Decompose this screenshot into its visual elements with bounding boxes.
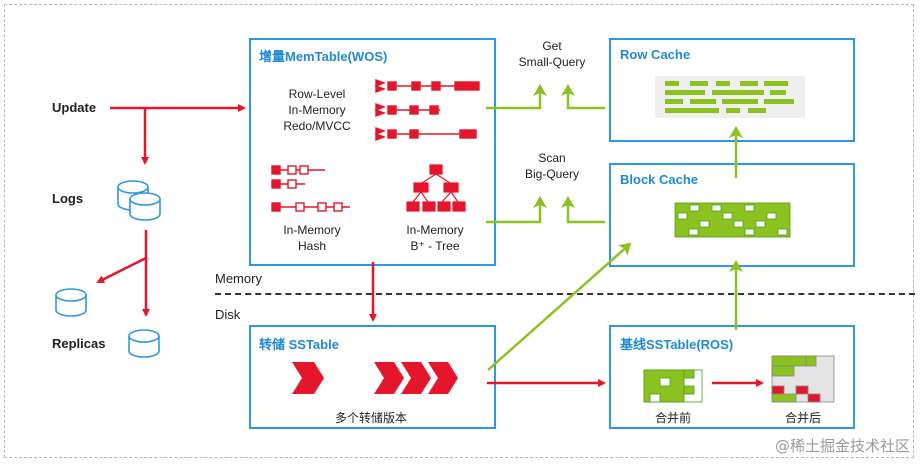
logs-db-icon (117, 180, 161, 221)
row-cache-title: Row Cache (620, 47, 691, 62)
replica-db-icon-1 (55, 288, 87, 317)
before-merge-caption: 合并前 (655, 411, 692, 425)
before-merge-grid-icon (643, 369, 703, 403)
after-merge-grid-icon (771, 355, 835, 403)
replica-db-icon-2 (128, 329, 160, 358)
dump-sstable-title: 转储 SSTable (259, 337, 339, 352)
wos-to-scan-arrow (486, 196, 547, 224)
wos-title: 增量MemTable(WOS) (259, 49, 388, 64)
block-cache-title: Block Cache (620, 172, 699, 187)
memory-disk-divider (215, 293, 915, 295)
update-label: Update (52, 100, 97, 115)
watermark: @稀土掘金技术社区 (774, 437, 910, 455)
memory-layer-label: Memory (215, 271, 262, 286)
replicas-label: Replicas (52, 336, 106, 351)
wos-to-get-arrow (486, 84, 547, 110)
red-flow-arrows (96, 104, 764, 387)
blockcache-to-scan-arrow (561, 196, 605, 224)
block-cache-grid-icon (674, 202, 791, 238)
logs-label: Logs (52, 191, 84, 206)
get-small-query-label: Get Small-Query (518, 39, 586, 69)
ros-title: 基线SSTable(ROS) (620, 337, 734, 352)
outer-frame (4, 4, 914, 458)
scan-big-query-label: Scan Big-Query (524, 151, 580, 181)
hash-label: In-Memory Hash (283, 223, 341, 253)
btree-label: In-Memory B⁺ - Tree (406, 223, 464, 253)
disk-layer-label: Disk (215, 307, 241, 322)
dump-versions-chevrons-icon (292, 362, 458, 394)
row-cache-rows-icon (655, 76, 805, 118)
row-level-label: Row-Level In-Memory Redo/MVCC (283, 87, 351, 133)
green-flow-arrows (486, 84, 743, 371)
dump-versions-caption: 多个转储版本 (335, 411, 408, 425)
hash-chains-icon (271, 165, 350, 212)
row-level-chains-icon (374, 78, 480, 142)
dump-to-blockcache-arrow (487, 242, 632, 371)
rowcache-to-get-arrow (561, 84, 605, 110)
btree-icon (406, 164, 466, 212)
after-merge-caption: 合并后 (785, 411, 822, 425)
logs-to-replica-1-arrow (96, 256, 147, 284)
